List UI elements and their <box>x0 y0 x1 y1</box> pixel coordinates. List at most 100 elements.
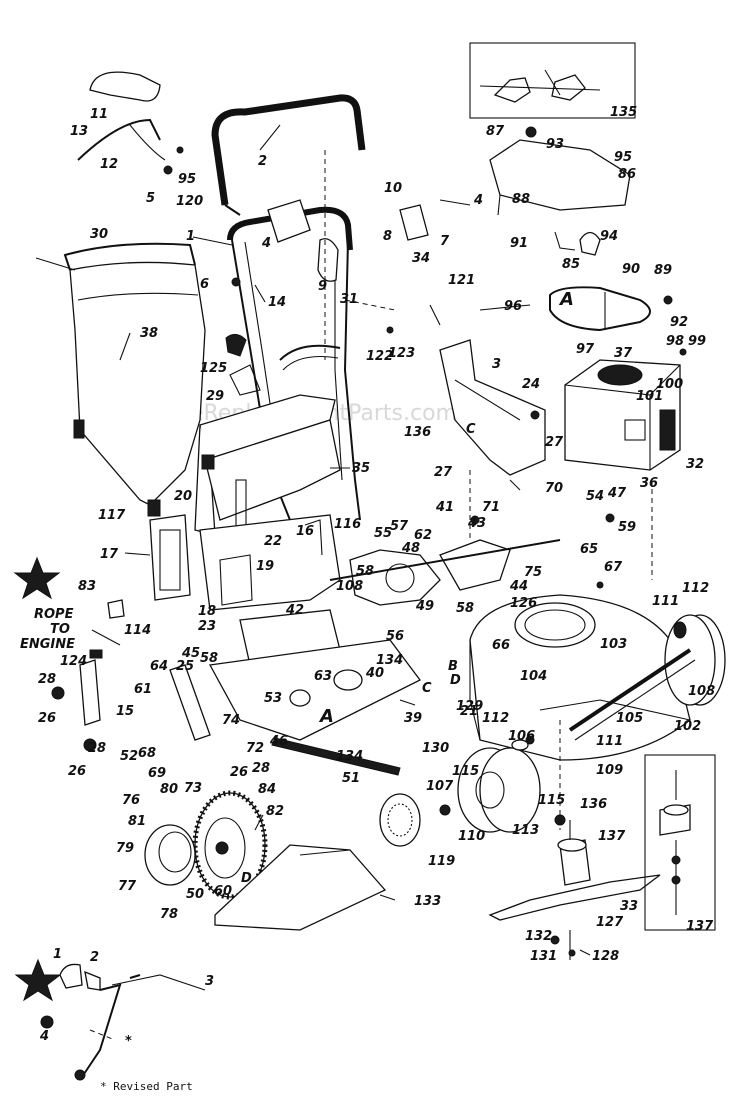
part-label: 48 <box>401 541 420 556</box>
part-label: 136 <box>580 797 607 812</box>
part-label: 68 <box>138 746 156 761</box>
part-label: 22 <box>264 534 282 549</box>
part-label: 7 <box>440 234 450 249</box>
part-label: 10 <box>384 181 402 196</box>
part-label: 2 <box>258 154 267 169</box>
part-label: 89 <box>654 263 672 278</box>
part-label: 49 <box>415 599 434 614</box>
part-label: 112 <box>682 581 709 596</box>
part-label: 87 <box>486 124 505 139</box>
part-label: 105 <box>616 711 643 726</box>
part-label: 84 <box>258 782 276 797</box>
part-label: 6 <box>200 277 209 292</box>
part-label: 75 <box>524 565 542 580</box>
part-label: 41 <box>435 500 454 515</box>
part-label: 131 <box>530 949 557 964</box>
part-label: 116 <box>334 517 361 532</box>
part-label: 124 <box>60 654 87 669</box>
part-label: 33 <box>620 899 638 914</box>
part-label: 96 <box>504 299 522 314</box>
part-label: 69 <box>148 766 166 781</box>
part-label: 95 <box>178 172 196 187</box>
part-label: 66 <box>492 638 510 653</box>
rope-note-line3: ENGINE <box>20 637 75 652</box>
inset-label: * <box>125 1034 132 1049</box>
rear-wheel <box>192 790 268 900</box>
part-label: 28 <box>88 741 106 756</box>
fasteners <box>89 126 687 957</box>
part-label: 51 <box>342 771 360 786</box>
rope-to-engine-note: ROPE TO ENGINE <box>20 607 75 652</box>
part-label: 102 <box>674 719 701 734</box>
part-label: 25 <box>176 659 194 674</box>
part-label: 29 <box>206 389 224 404</box>
front-wheel <box>457 747 541 833</box>
drive-plate <box>208 609 421 741</box>
part-label: 31 <box>340 292 358 307</box>
part-label: 77 <box>118 879 137 894</box>
callout-letter: B <box>448 659 458 674</box>
part-label: 59 <box>618 520 636 535</box>
part-label: 91 <box>510 236 528 251</box>
catcher-handle-assembly <box>77 71 184 175</box>
part-label: 56 <box>386 629 404 644</box>
part-label: 58 <box>456 601 474 616</box>
part-label: 135 <box>610 105 637 120</box>
wheel-cover-119 <box>379 793 421 847</box>
callout-letter: A <box>558 289 574 310</box>
part-label: 18 <box>198 604 216 619</box>
star-icon-bottom <box>14 958 62 1002</box>
part-label: 90 <box>622 262 640 277</box>
part-label: 134 <box>336 749 363 764</box>
part-label: 70 <box>545 481 563 496</box>
part-label: 108 <box>688 684 715 699</box>
part-label: 92 <box>670 315 688 330</box>
part-label: 65 <box>580 542 598 557</box>
part-label: 137 <box>686 919 714 934</box>
hub-cap <box>144 824 196 886</box>
part-label: 35 <box>352 461 370 476</box>
part-label: 64 <box>150 659 168 674</box>
part-label: 26 <box>68 764 86 779</box>
part-label: 113 <box>512 823 539 838</box>
part-label: 53 <box>264 691 282 706</box>
part-label: 108 <box>336 579 363 594</box>
revised-part-footnote: * Revised Part <box>100 1080 193 1093</box>
part-label: 16 <box>296 524 314 539</box>
inset-label: 4 <box>39 1029 49 1044</box>
part-label: 98 <box>666 334 684 349</box>
part-number-labels: 1 2 3 4 4 5 6 7 8 9 10 11 12 13 14 15 16… <box>38 105 715 964</box>
part-label: 58 <box>200 651 218 666</box>
part-label: 30 <box>90 227 108 242</box>
part-label: 93 <box>546 137 564 152</box>
part-label: 28 <box>252 761 270 776</box>
part-label: 133 <box>414 894 441 909</box>
part-label: 36 <box>640 476 658 491</box>
part-label: 21 <box>460 704 478 719</box>
right-rear-wheel <box>664 614 726 706</box>
part-label: 121 <box>448 273 475 288</box>
part-label: 104 <box>520 669 547 684</box>
part-label: 32 <box>686 457 704 472</box>
part-label: 34 <box>412 251 430 266</box>
part-label: 45 <box>181 646 200 661</box>
part-label: 61 <box>134 682 152 697</box>
construction-lines <box>324 150 653 830</box>
catcher-frame <box>194 394 341 541</box>
part-label: 130 <box>422 741 449 756</box>
part-label: 60 <box>214 884 232 899</box>
part-label: 1 <box>186 229 195 244</box>
part-label: 129 <box>456 699 483 714</box>
part-label: 19 <box>256 559 274 574</box>
part-label: 17 <box>100 547 119 562</box>
part-label: 28 <box>38 672 56 687</box>
discharge-chute <box>439 339 546 476</box>
part-label: 76 <box>122 793 140 808</box>
leader-lines <box>35 124 591 956</box>
part-label: 88 <box>512 192 530 207</box>
axle-rod-51 <box>271 737 401 776</box>
part-label: 27 <box>545 435 564 450</box>
part-label: 42 <box>285 603 304 618</box>
engine <box>564 359 681 471</box>
